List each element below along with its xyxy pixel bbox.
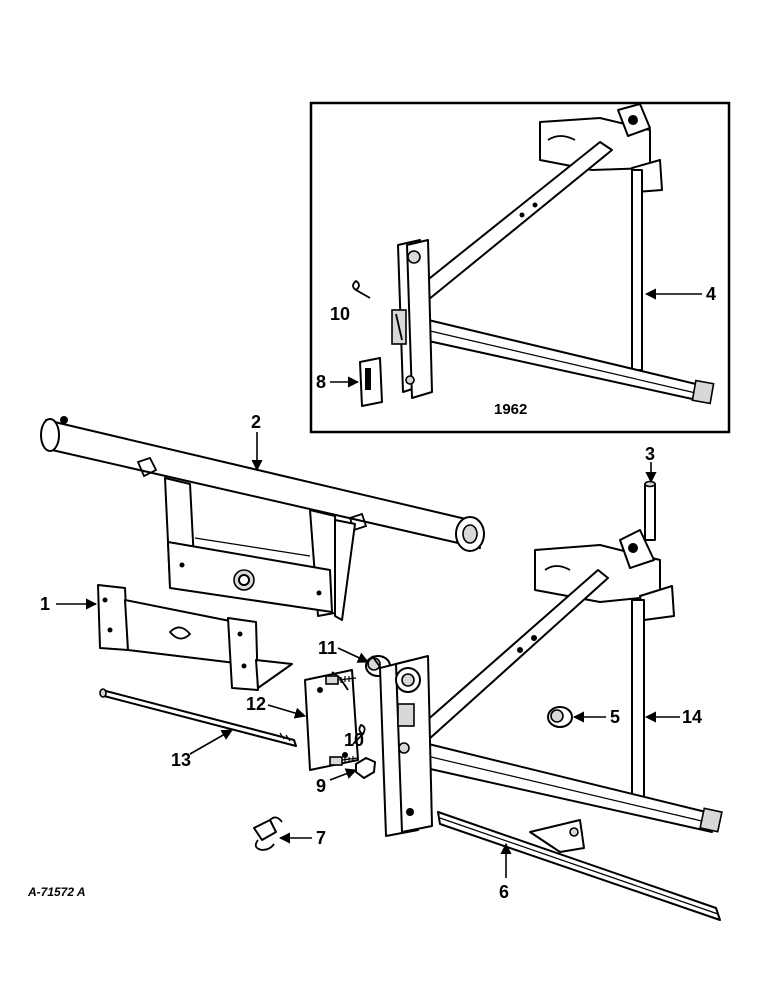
part-7-clip	[253, 816, 283, 851]
callout-12-label: 12	[246, 694, 266, 714]
callout-2-label: 2	[251, 412, 261, 432]
callout-12: 12	[246, 694, 307, 719]
bolt-upper	[325, 675, 357, 685]
callout-5-label: 5	[610, 707, 620, 727]
callout-11: 11	[318, 638, 370, 663]
inset-frame-assembly	[352, 103, 715, 407]
callout-14: 14	[644, 707, 702, 727]
inset-year-label: 1962	[494, 401, 527, 418]
callout-1-label: 1	[40, 594, 50, 614]
inset-1962-panel: 4 10 8 1962	[309, 101, 731, 434]
callout-14-label: 14	[682, 707, 702, 727]
part-10-pin	[352, 723, 366, 745]
callout-6-label: 6	[499, 882, 509, 902]
callout-10: 10	[344, 730, 364, 750]
callout-9-label: 9	[316, 776, 326, 796]
callout-7: 7	[278, 828, 326, 848]
callout-3-label: 3	[645, 444, 655, 464]
callout-7-label: 7	[316, 828, 326, 848]
callout-10b-label: 10	[344, 730, 364, 750]
callout-13-label: 13	[171, 750, 191, 770]
callout-10a-label: 10	[330, 304, 350, 324]
callout-6: 6	[499, 842, 512, 902]
bolt-lower	[329, 756, 359, 766]
drawing-code: A-71572 A	[27, 885, 86, 899]
callout-8-label: 8	[316, 372, 326, 392]
inset-border	[309, 101, 731, 434]
part-12-plate	[304, 669, 359, 771]
callout-11-label: 11	[318, 638, 337, 658]
callout-2: 2	[251, 412, 263, 472]
callout-5: 5	[572, 707, 620, 727]
inset-callout-8: 8	[316, 372, 360, 392]
part-2-tube-bracket	[40, 416, 485, 621]
main-frame-assembly	[379, 529, 723, 837]
callout-9: 9	[316, 768, 358, 796]
part-6-lower-bar	[437, 811, 721, 921]
part-9-nut	[355, 757, 376, 779]
part-3-pin	[644, 480, 656, 541]
callout-1: 1	[40, 594, 98, 614]
inset-callout-10: 10	[330, 304, 350, 324]
part-1-plate-bracket	[97, 584, 293, 691]
part-5-bushing	[547, 706, 573, 728]
callout-3: 3	[645, 444, 657, 484]
part-13-rod	[99, 688, 297, 747]
callout-13: 13	[171, 729, 233, 770]
inset-callout-4: 4	[644, 284, 716, 304]
callout-4-label: 4	[706, 284, 716, 304]
